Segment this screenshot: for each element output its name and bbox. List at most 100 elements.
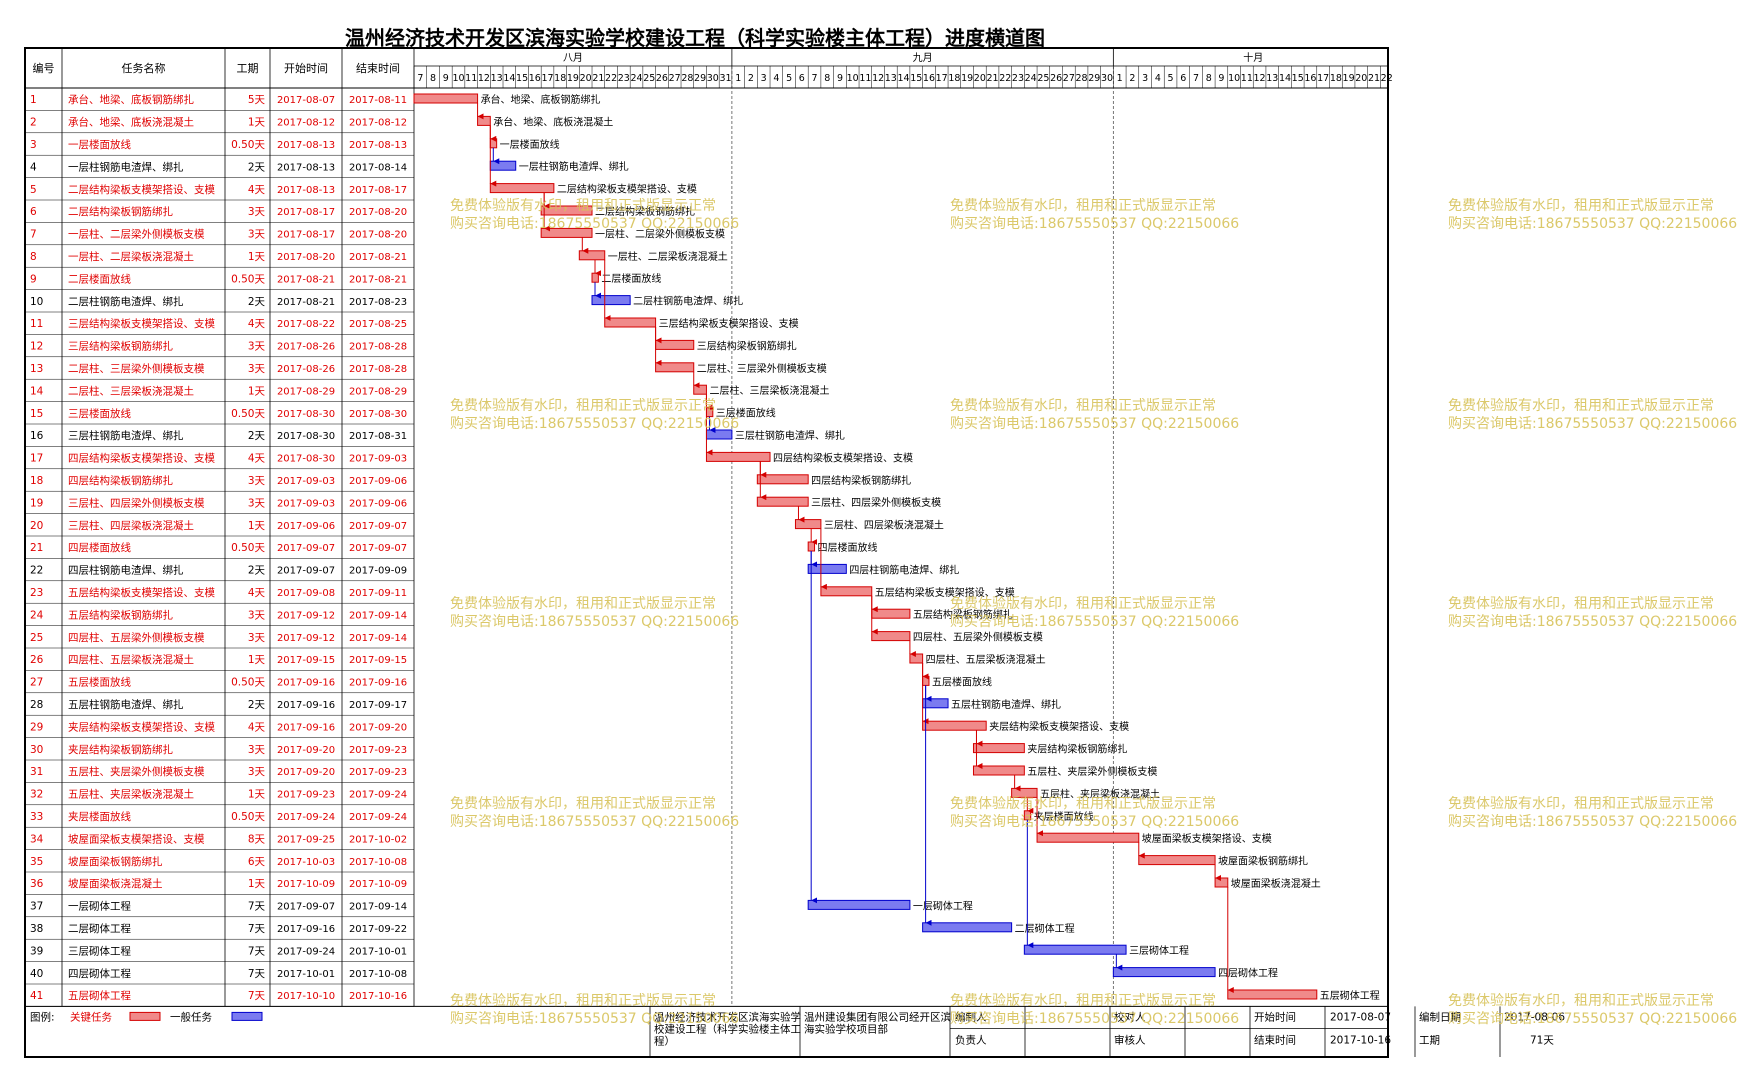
task-name: 四层楼面放线	[68, 541, 131, 554]
task-id: 28	[30, 699, 43, 711]
task-bar	[1023, 944, 1127, 955]
task-bar	[922, 720, 987, 731]
footer-project: 程）	[654, 1035, 675, 1047]
task-bar	[1214, 877, 1229, 888]
day-label: 28	[1076, 73, 1088, 84]
task-end: 2017-09-23	[349, 745, 407, 756]
task-id: 17	[30, 453, 43, 465]
task-bar-label: 四层结构梁板钢筋绑扎	[811, 474, 911, 487]
task-start: 2017-08-13	[277, 140, 335, 151]
task-end: 2017-08-13	[349, 140, 407, 151]
task-name: 四层结构梁板钢筋绑扎	[68, 474, 173, 487]
task-id: 3	[30, 139, 37, 151]
day-label: 9	[837, 73, 843, 84]
task-bar	[794, 519, 822, 530]
task-name: 一层柱钢筋电渣焊、绑扎	[68, 160, 184, 173]
task-end: 2017-08-11	[349, 95, 407, 106]
task-id: 7	[30, 229, 37, 241]
day-label: 7	[812, 73, 818, 84]
task-name: 三层楼面放线	[68, 407, 131, 420]
task-name: 五层楼面放线	[68, 676, 131, 689]
gantt-footer: 图例:关键任务一般任务温州经济技术开发区滨海实验学校建设工程（科学实验楼主体工程…	[25, 1005, 1565, 1057]
task-bar	[922, 698, 949, 709]
task-bar-label: 二层结构梁板钢筋绑扎	[595, 205, 695, 218]
task-bar	[655, 339, 695, 350]
task-bar	[1227, 989, 1318, 1000]
task-name: 四层柱、五层梁板浇混凝土	[68, 653, 194, 666]
task-end: 2017-08-20	[349, 207, 407, 218]
task-name: 承台、地梁、底板钢筋绑扎	[68, 93, 194, 106]
day-label: 20	[1355, 73, 1367, 84]
task-name: 三层柱钢筋电渣焊、绑扎	[68, 429, 184, 442]
footer-project: 校建设工程（科学实验楼主体工	[654, 1022, 801, 1035]
day-label: 16	[529, 73, 541, 84]
task-end: 2017-08-14	[349, 162, 407, 173]
task-id: 9	[30, 273, 37, 285]
day-label: 13	[1266, 73, 1278, 84]
footer-company: 温州建设集团有限公司经开区滨	[804, 1010, 951, 1023]
task-id: 6	[30, 206, 37, 218]
task-end: 2017-08-12	[349, 118, 407, 129]
task-name: 五层柱、夹层梁外侧模板支模	[68, 765, 205, 778]
footer-project: 温州经济技术开发区滨海实验学	[654, 1010, 801, 1023]
task-bar-label: 四层砌体工程	[1218, 968, 1278, 980]
day-label: 26	[656, 73, 668, 84]
task-end: 2017-09-23	[349, 767, 407, 778]
day-label: 9	[443, 73, 449, 84]
footer-end-label: 结束时间	[1254, 1033, 1296, 1046]
task-name: 承台、地梁、底板浇混凝土	[68, 116, 194, 129]
footer-made-value: 2017-08-06	[1504, 1011, 1565, 1023]
column-header-dur: 工期	[237, 62, 259, 75]
task-duration: 2天	[248, 565, 266, 577]
task-bar	[540, 205, 593, 216]
task-end: 2017-08-25	[349, 319, 407, 330]
task-end: 2017-09-07	[349, 543, 407, 554]
task-bar-label: 五层楼面放线	[932, 675, 992, 688]
legend-critical-label: 关键任务	[70, 1010, 112, 1023]
day-label: 30	[1101, 73, 1113, 84]
task-end: 2017-08-28	[349, 364, 407, 375]
task-end: 2017-10-16	[349, 991, 407, 1002]
task-bar-label: 三层楼面放线	[716, 407, 776, 420]
legend-general-label: 一般任务	[170, 1010, 212, 1023]
day-label: 15	[910, 73, 922, 84]
task-end: 2017-09-14	[349, 610, 407, 621]
task-start: 2017-09-07	[277, 543, 335, 554]
day-label: 4	[1155, 73, 1161, 84]
day-label: 15	[1292, 73, 1304, 84]
day-label: 16	[923, 73, 935, 84]
task-start: 2017-09-03	[277, 498, 335, 509]
day-label: 1	[735, 73, 741, 84]
watermark-line1: 免费体验版有水印，租用和正式版显示正常	[950, 596, 1216, 612]
column-header-name: 任务名称	[122, 61, 166, 75]
task-start: 2017-10-03	[277, 857, 335, 868]
task-start: 2017-09-20	[277, 745, 335, 756]
task-start: 2017-08-30	[277, 431, 335, 442]
task-bar	[1138, 855, 1216, 866]
task-start: 2017-08-30	[277, 454, 335, 465]
task-id: 1	[30, 94, 37, 106]
task-bar-label: 四层结构梁板支模架搭设、支模	[773, 451, 913, 464]
task-start: 2017-08-12	[277, 118, 335, 129]
task-bar	[871, 608, 911, 619]
task-duration: 7天	[248, 945, 266, 957]
task-end: 2017-08-31	[349, 431, 407, 442]
task-bar	[655, 362, 695, 373]
day-label: 24	[630, 73, 642, 84]
task-bar	[1112, 967, 1216, 978]
day-label: 19	[1343, 73, 1355, 84]
task-id: 20	[30, 520, 43, 532]
watermark-line1: 免费体验版有水印，租用和正式版显示正常	[1448, 796, 1714, 812]
day-label: 10	[847, 73, 859, 84]
watermark-line1: 免费体验版有水印，租用和正式版显示正常	[950, 796, 1216, 812]
task-bar-label: 五层柱、夹层梁外侧模板支模	[1027, 765, 1157, 778]
task-bar-label: 三层柱、四层梁外侧模板支模	[811, 496, 941, 509]
task-bar-label: 三层柱钢筋电渣焊、绑扎	[735, 429, 845, 442]
task-duration: 1天	[248, 385, 266, 397]
watermark-line1: 免费体验版有水印，租用和正式版显示正常	[1448, 993, 1714, 1009]
task-duration: 3天	[248, 475, 266, 487]
task-bar	[972, 743, 1025, 754]
task-duration: 7天	[248, 990, 266, 1002]
task-bar	[591, 295, 631, 306]
